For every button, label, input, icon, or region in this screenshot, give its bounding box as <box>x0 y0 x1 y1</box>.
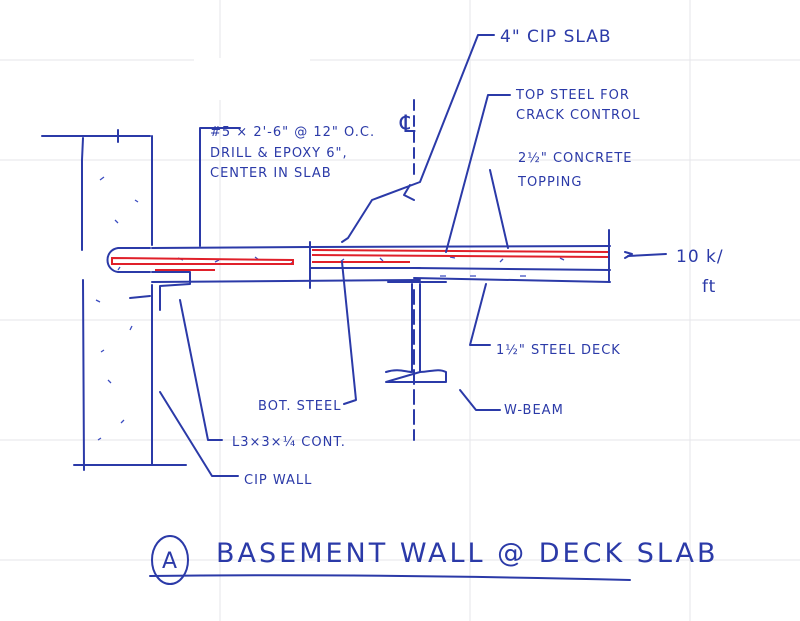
top-steel-bar <box>311 249 609 253</box>
label-angle: L3×3×¼ CONT. <box>232 435 346 450</box>
label-centerline-symbol: ℄ <box>399 110 416 138</box>
label-dowel-1: #5 × 2'-6" @ 12" O.C. <box>210 125 375 140</box>
angle-anchor <box>129 295 151 299</box>
label-dowel-3: CENTER IN SLAB <box>210 166 332 181</box>
label-topping-2: TOPPING <box>517 175 582 190</box>
cip-wall <box>41 129 187 471</box>
label-dowel-2: DRILL & EPOXY 6", <box>210 146 348 161</box>
rebar-group <box>111 249 609 271</box>
label-top-steel-2: CRACK CONTROL <box>516 108 640 123</box>
title-underline <box>149 574 631 581</box>
label-cip-slab: 4" CIP SLAB <box>500 27 612 47</box>
blank-patch <box>194 58 310 100</box>
label-load-unit: ft <box>702 277 716 297</box>
detail-tag-letter: A <box>162 549 178 574</box>
title-block: A BASEMENT WALL @ DECK SLAB <box>149 535 719 585</box>
label-top-steel-1: TOP STEEL FOR <box>515 88 630 103</box>
w-beam <box>385 281 447 383</box>
label-steel-deck: 1½" STEEL DECK <box>496 343 621 358</box>
angle-l3x3 <box>151 271 191 311</box>
label-topping-1: 2½" CONCRETE <box>518 151 633 166</box>
top-steel-bar-2 <box>311 254 609 258</box>
label-bot-steel: BOT. STEEL <box>258 399 341 414</box>
leaders <box>159 34 667 477</box>
label-cip-wall: CIP WALL <box>244 473 312 488</box>
detail-title: BASEMENT WALL @ DECK SLAB <box>216 538 719 569</box>
label-w-beam: W-BEAM <box>504 403 564 418</box>
dowel-bar-5 <box>111 256 294 265</box>
dowel-hook-outline <box>106 247 151 273</box>
centerline <box>403 99 415 441</box>
label-load-value: 10 k/ <box>676 247 724 267</box>
slab-right <box>309 229 611 289</box>
detail-tag-circle <box>151 535 189 585</box>
